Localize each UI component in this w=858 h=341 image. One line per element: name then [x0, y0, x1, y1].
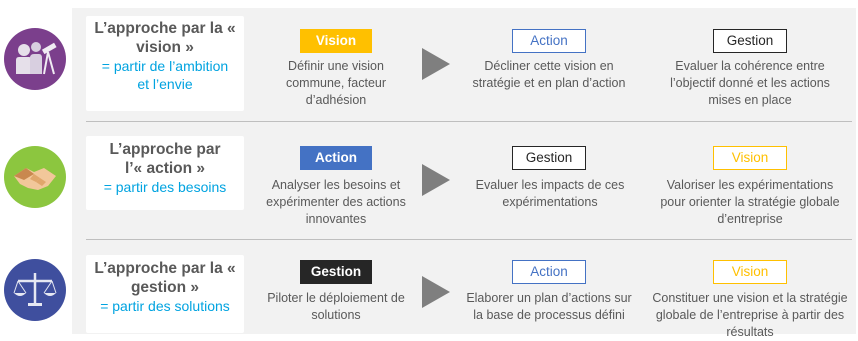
row1-title: L’approche par la « vision »: [94, 20, 236, 56]
row2-arrow-icon: [422, 164, 450, 196]
row1-step1-text: Définir une vision commune, facteur d’ad…: [285, 59, 387, 107]
row1-step2-badge: Action: [512, 29, 586, 53]
row2-step2-text: Evaluer les impacts de ces expérimentati…: [475, 178, 625, 209]
row3-arrow-icon: [422, 276, 450, 308]
row2-subtitle: = partir des besoins: [103, 179, 227, 195]
handshake-icon: [4, 146, 66, 208]
scales-icon: [4, 259, 66, 321]
row1-subtitle: = partir de l’ambition et l’envie: [101, 58, 229, 92]
row2-step1-badge: Action: [300, 146, 372, 170]
row2-title-box: L’approche par l’« action » = partir des…: [86, 136, 244, 210]
row3-step2-text: Elaborer un plan d’actions sur la base d…: [466, 291, 632, 322]
row3-step1-badge: Gestion: [300, 260, 372, 284]
row-separator: [86, 239, 852, 240]
row1-step3-badge: Gestion: [713, 29, 787, 53]
row2-step3-badge: Vision: [713, 146, 787, 170]
row1-step3-text: Evaluer la cohérence entre l’objectif do…: [670, 59, 830, 107]
row2-step2-badge: Gestion: [512, 146, 586, 170]
row1-step1-badge: Vision: [300, 29, 372, 53]
row2-step1-text: Analyser les besoins et expérimenter des…: [266, 178, 406, 226]
row3-step3-badge: Vision: [713, 260, 787, 284]
row3-title-box: L’approche par la « gestion » = partir d…: [86, 255, 244, 333]
row3-step2-badge: Action: [512, 260, 586, 284]
row3-step1-text: Piloter le déploiement de solutions: [267, 291, 405, 322]
row2-title: L’approche par l’« action »: [109, 141, 221, 177]
row-separator: [86, 121, 852, 122]
people-telescope-icon: [4, 28, 66, 90]
row1-arrow-icon: [422, 48, 450, 80]
row1-step2-text: Décliner cette vision en stratégie et en…: [472, 59, 626, 90]
row3-subtitle: = partir des solutions: [100, 298, 230, 314]
row2-step3-text: Valoriser les expérimentations pour orie…: [660, 178, 840, 226]
row1-title-box: L’approche par la « vision » = partir de…: [86, 16, 244, 111]
row3-title: L’approche par la « gestion »: [94, 260, 236, 296]
row3-step3-text: Constituer une vision et la stratégie gl…: [652, 291, 848, 339]
